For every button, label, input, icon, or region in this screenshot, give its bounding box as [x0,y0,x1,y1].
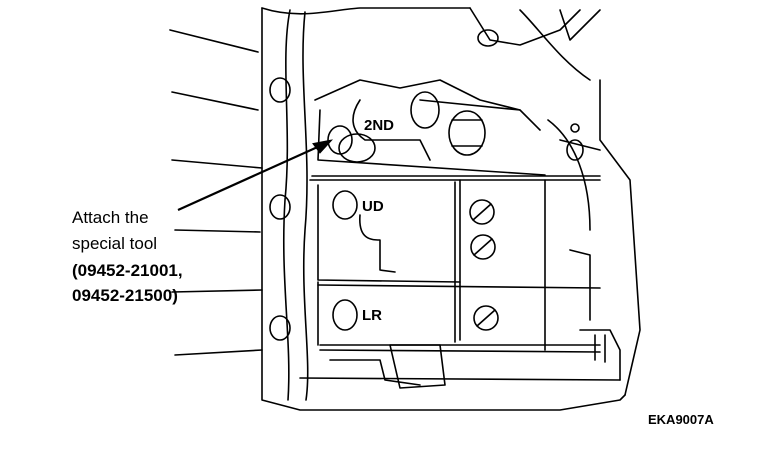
port-label-lr: LR [362,307,382,324]
figure-code: EKA9007A [648,412,714,427]
callout-tool-number-1: (09452-21001, [72,261,183,280]
callout-tool-number-2: 09452-21500) [72,286,178,305]
port-label-ud: UD [362,198,384,215]
callout-line-2: special tool [72,234,158,253]
callout-line-1: Attach the [72,208,149,227]
port-label-2nd: 2ND [364,117,395,134]
